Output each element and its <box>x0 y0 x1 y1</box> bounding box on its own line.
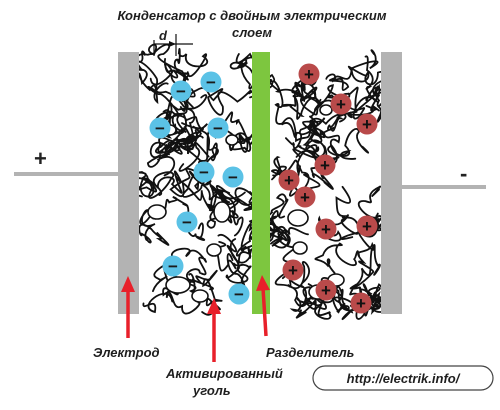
separator-arrow <box>256 275 270 337</box>
anion: − <box>200 71 222 93</box>
carbon-fiber <box>281 81 323 118</box>
anion-sign: − <box>168 257 178 276</box>
carbon-pore <box>319 104 333 116</box>
cation: + <box>330 93 352 115</box>
anion-sign: − <box>228 168 238 187</box>
cation: + <box>294 186 316 208</box>
carbon-fiber <box>265 193 289 222</box>
carbon-label-line-1: Активированный <box>165 366 283 381</box>
carbon-fiber <box>135 43 189 81</box>
carbon-fiber <box>133 170 183 199</box>
cation: + <box>298 63 320 85</box>
carbon-fiber <box>170 247 207 293</box>
anion: − <box>193 161 215 183</box>
anion-sign: − <box>176 82 186 101</box>
anion-sign: − <box>206 73 216 92</box>
carbon-fiber <box>298 96 322 136</box>
url-box <box>312 365 494 391</box>
cation-sign: + <box>304 65 314 84</box>
cation: + <box>282 259 304 281</box>
cation-sign: + <box>320 156 330 175</box>
carbon-fiber <box>274 261 310 307</box>
electrode-label: Электрод <box>93 345 160 360</box>
carbon-pore <box>225 134 239 146</box>
carbon-fiber <box>302 286 332 320</box>
carbon-fiber <box>136 60 189 111</box>
carbon-arrow <box>207 298 221 362</box>
separator <box>252 52 270 314</box>
cation-sign: + <box>300 188 310 207</box>
cation-sign: + <box>362 115 372 134</box>
carbon-fiber <box>350 49 387 97</box>
positive-terminal-sign: + <box>34 146 47 171</box>
cation: + <box>315 218 337 240</box>
anion: − <box>228 283 250 305</box>
carbon-fiber <box>272 144 328 186</box>
d-arrowhead <box>169 41 176 47</box>
left-electrode <box>118 52 139 314</box>
cation-sign: + <box>362 217 372 236</box>
carbon-fiber <box>314 242 360 274</box>
carbon-fiber <box>166 138 200 172</box>
carbon-fiber <box>329 86 379 132</box>
d-label: d <box>159 28 168 43</box>
carbon-fiber <box>229 52 256 90</box>
carbon-fiber <box>179 87 260 116</box>
url-label: http://electrik.info/ <box>347 371 461 386</box>
negative-terminal-sign: - <box>460 161 467 186</box>
cation: + <box>314 154 336 176</box>
anion: − <box>162 255 184 277</box>
title-line-2: слоем <box>232 25 272 40</box>
cation-sign: + <box>284 171 294 190</box>
carbon-fiber <box>314 84 351 112</box>
separator-label: Разделитель <box>266 345 354 360</box>
electrode-arrow <box>121 276 135 338</box>
title-line-1: Конденсатор с двойным электрическим <box>118 8 387 23</box>
carbon-label-line-2: уголь <box>192 383 231 398</box>
anion-sign: − <box>213 119 223 138</box>
carbon-fiber <box>217 234 252 288</box>
carbon-fiber <box>349 244 381 301</box>
cation-sign: + <box>288 261 298 280</box>
anion-sign: − <box>199 163 209 182</box>
anion: − <box>170 80 192 102</box>
anion: − <box>207 117 229 139</box>
carbon-fiber <box>271 156 321 197</box>
anion-sign: − <box>155 119 165 138</box>
carbon-fiber <box>169 167 216 211</box>
carbon-fiber <box>325 65 368 91</box>
cation-sign: + <box>356 294 366 313</box>
carbon-pore <box>287 209 309 227</box>
carbon-fiber <box>297 128 370 164</box>
cation-sign: + <box>336 95 346 114</box>
carbon-pore <box>191 289 209 303</box>
ions-layer: −−−−−−−−−+++++++++++ <box>149 63 378 314</box>
cation: + <box>315 279 337 301</box>
right-electrode <box>381 52 402 314</box>
carbon-pore <box>292 241 308 255</box>
carbon-fiber <box>138 209 170 246</box>
anion-sign: − <box>182 213 192 232</box>
carbon-pore <box>147 204 167 220</box>
carbon-fiber <box>335 185 375 310</box>
carbon-pore <box>206 243 222 257</box>
cation: + <box>278 169 300 191</box>
anion: − <box>222 166 244 188</box>
carbon-fiber <box>159 103 205 150</box>
carbon-pore <box>213 201 231 223</box>
carbon-fiber <box>213 111 260 146</box>
cation-sign: + <box>321 220 331 239</box>
carbon-fiber <box>173 48 208 77</box>
cation-sign: + <box>321 281 331 300</box>
cation: + <box>356 113 378 135</box>
anion: − <box>176 211 198 233</box>
carbon-fiber <box>347 86 387 123</box>
cation: + <box>350 292 372 314</box>
anion: − <box>149 117 171 139</box>
cation: + <box>356 215 378 237</box>
anion-sign: − <box>234 285 244 304</box>
carbon-pore <box>165 276 191 294</box>
